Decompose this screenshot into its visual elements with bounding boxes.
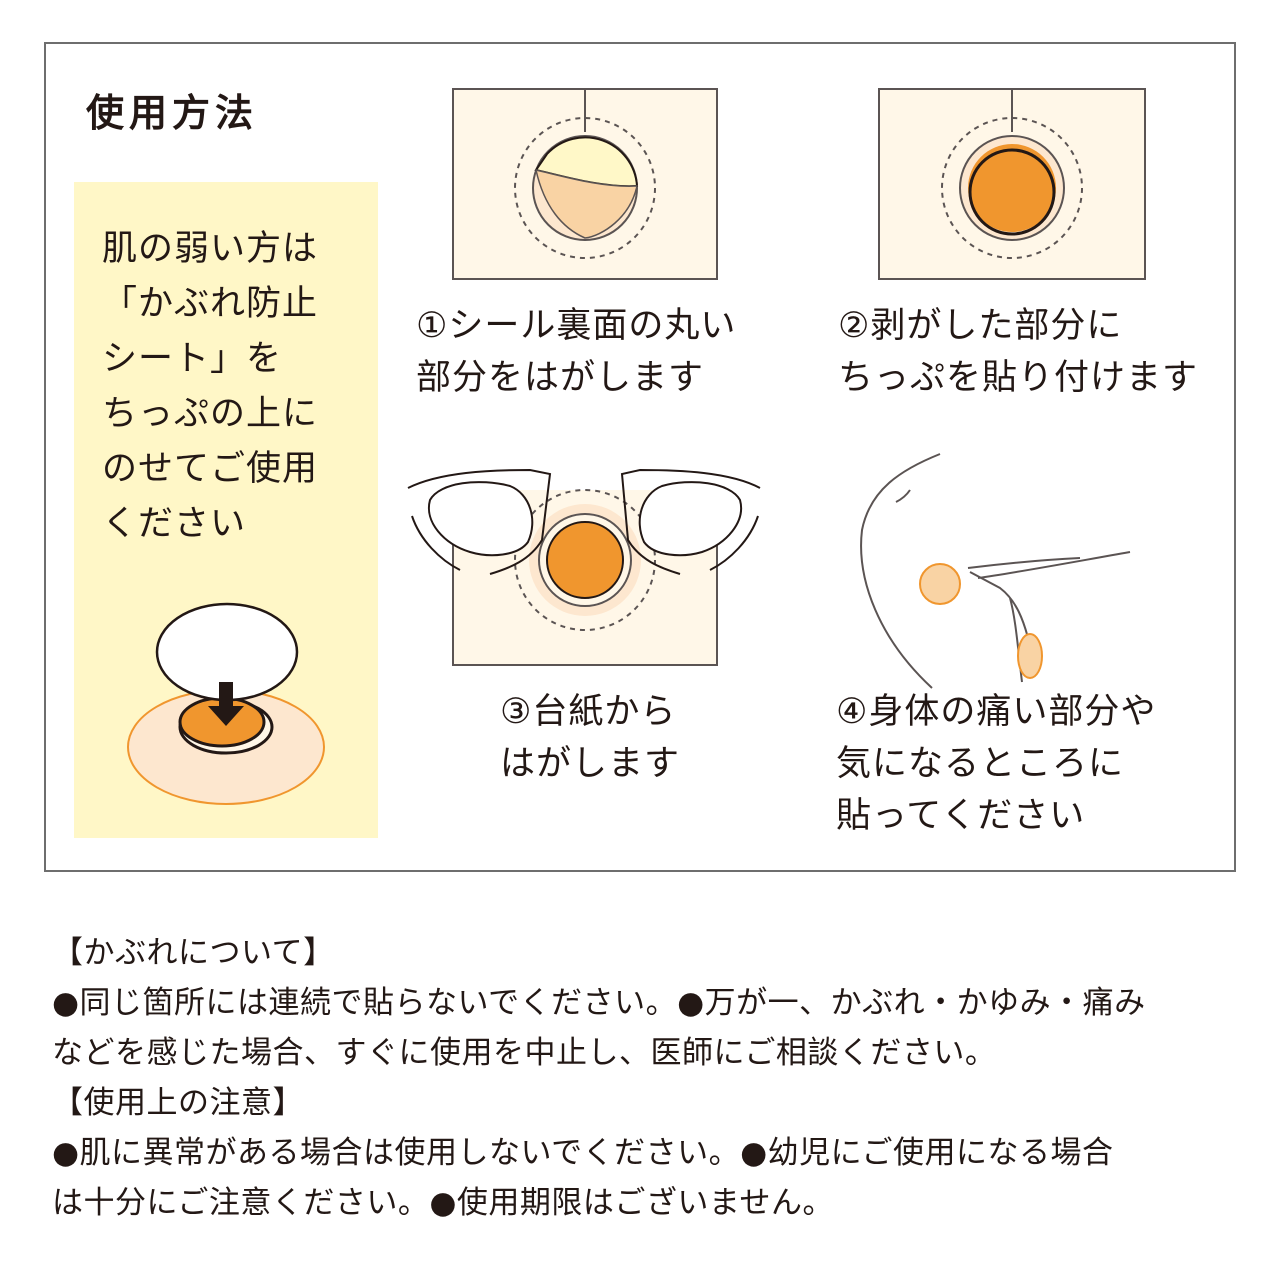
- caption-line: 部分をはがします: [416, 358, 705, 398]
- notice-line: は十分にご注意ください。●使用期限はございません。: [52, 1185, 834, 1221]
- notice-line: ●同じ箇所には連続で貼らないでください。●万が一、かぶれ・かゆみ・痛み: [52, 985, 1146, 1021]
- caption-line: 気になるところに: [836, 744, 1125, 784]
- notice-line: ●肌に異常がある場合は使用しないでください。●幼児にご使用になる場合: [52, 1135, 1114, 1171]
- step2-illustration: [941, 88, 1083, 259]
- note-line: ちっぷの上に: [102, 394, 319, 434]
- note-line: ください: [102, 504, 247, 544]
- caption-line: ①シール裏面の丸い: [416, 306, 737, 346]
- caption-line: はがします: [500, 744, 681, 784]
- protective-sheet-illustration: [127, 602, 325, 805]
- step1-caption: ①シール裏面の丸い 部分をはがします: [416, 300, 736, 404]
- note-text: 肌の弱い方は 「かぶれ防止 シート」を ちっぷの上に のせてご使用 ください: [102, 222, 318, 552]
- caption-line: 貼ってください: [836, 796, 1086, 836]
- notice-heading: 【使用上の注意】: [52, 1085, 304, 1121]
- section-title: 使用方法: [86, 91, 259, 135]
- caption-line: ちっぷを貼り付けます: [838, 358, 1199, 398]
- step4-caption: ④身体の痛い部分や 気になるところに 貼ってください: [836, 686, 1156, 842]
- note-line: 肌の弱い方は: [102, 229, 319, 269]
- notice-line: などを感じた場合、すぐに使用を中止し、医師にご相談ください。: [52, 1035, 997, 1071]
- step2-caption: ②剥がした部分に ちっぷを貼り付けます: [838, 300, 1198, 404]
- note-line: 「かぶれ防止: [102, 284, 319, 324]
- step1-illustration: [514, 88, 656, 259]
- notice-heading: 【かぶれについて】: [52, 935, 335, 971]
- caption-line: ③台紙から: [500, 692, 677, 732]
- note-line: のせてご使用: [102, 449, 319, 489]
- usage-notices: 【かぶれについて】 ●同じ箇所には連続で貼らないでください。●万が一、かぶれ・か…: [52, 928, 1242, 1228]
- step3-illustration: [407, 468, 761, 631]
- step4-body-illustration: [860, 453, 1131, 689]
- sensitive-skin-note: 肌の弱い方は 「かぶれ防止 シート」を ちっぷの上に のせてご使用 ください: [74, 182, 378, 838]
- step3-caption: ③台紙から はがします: [500, 686, 680, 790]
- down-arrow-icon: [219, 682, 233, 708]
- note-line: シート」を: [102, 339, 283, 379]
- caption-line: ④身体の痛い部分や: [836, 692, 1157, 732]
- caption-line: ②剥がした部分に: [838, 306, 1123, 346]
